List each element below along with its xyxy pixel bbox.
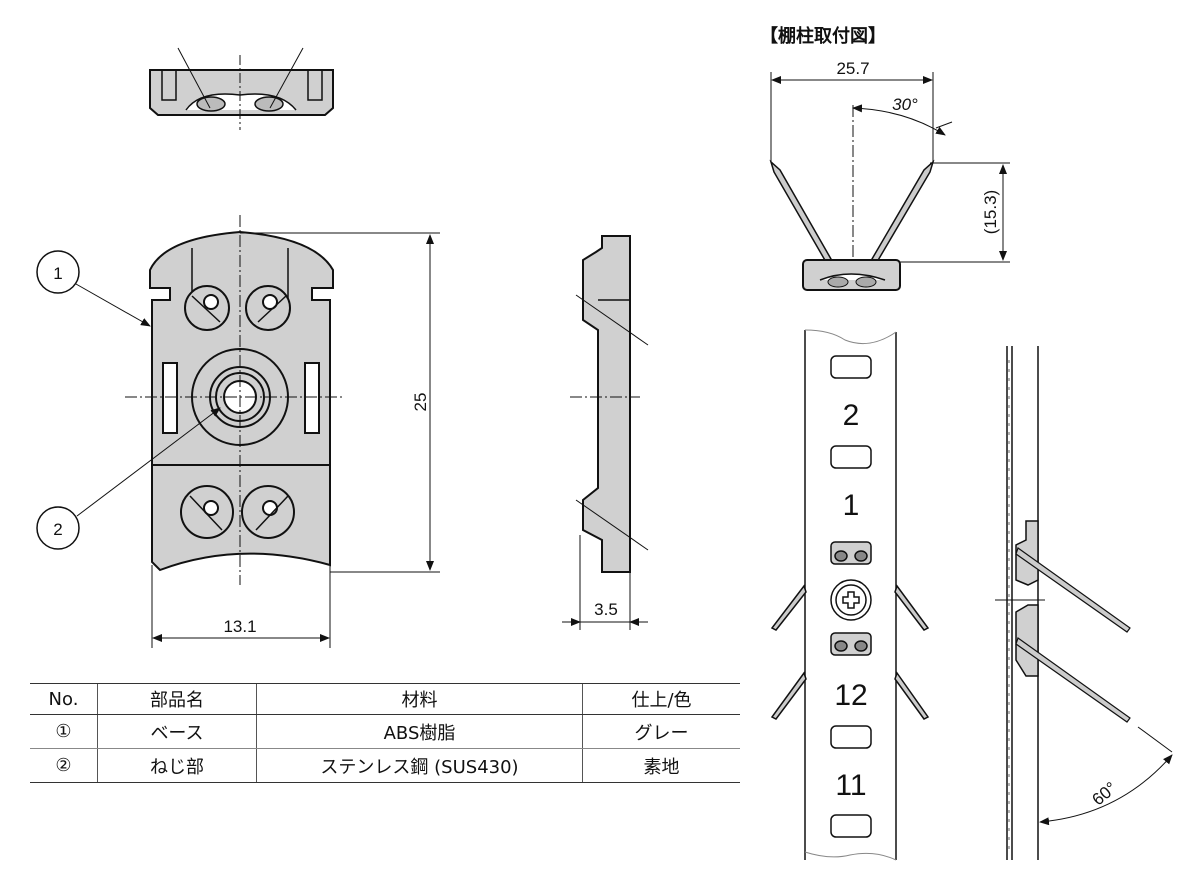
shelf-pillar-side: [995, 346, 1173, 860]
cell-no: ①: [30, 714, 98, 749]
install-width-label: 25.7: [836, 59, 869, 78]
dimension-height-label: 25: [411, 393, 430, 412]
installation-top-view: [769, 72, 1010, 291]
parts-table: No. 部品名 材料 仕上/色 ① ベース ABS樹脂 グレー ② ねじ部 ステ…: [30, 683, 740, 783]
cell-material: ステンレス鋼 (SUS430): [256, 748, 583, 783]
pillar-number-11: 11: [835, 769, 866, 802]
dimension-thickness: [562, 535, 648, 630]
svg-text:1: 1: [53, 264, 62, 283]
pin-angle-label: 60°: [1089, 778, 1121, 809]
dimension-thickness-label: 3.5: [594, 600, 618, 619]
dimension-height: [240, 232, 440, 573]
cell-finish: 素地: [582, 748, 740, 783]
header-material: 材料: [256, 683, 583, 715]
pillar-number-1: 1: [843, 489, 860, 522]
cell-part-name: ベース: [97, 714, 257, 749]
callout-1: 1: [36, 250, 151, 327]
pillar-number-2: 2: [843, 399, 860, 432]
table-row: ② ねじ部 ステンレス鋼 (SUS430) 素地: [30, 748, 740, 783]
pillar-number-12: 12: [834, 679, 867, 712]
table-row: ① ベース ABS樹脂 グレー: [30, 714, 740, 749]
installation-diagram-title: 【棚柱取付図】: [760, 26, 886, 47]
header-no: No.: [30, 683, 98, 715]
cell-no: ②: [30, 748, 98, 783]
svg-text:2: 2: [53, 520, 62, 539]
dimension-width: [151, 565, 331, 648]
top-view: [149, 47, 334, 130]
front-view: [125, 215, 345, 585]
side-view: [570, 235, 649, 573]
dimension-width-label: 13.1: [223, 617, 256, 636]
header-part-name: 部品名: [97, 683, 257, 715]
install-height-label: (15.3): [981, 190, 1000, 234]
header-finish: 仕上/色: [582, 683, 740, 715]
cell-finish: グレー: [582, 714, 740, 749]
shelf-pillar-front: [770, 329, 930, 861]
table-header-row: No. 部品名 材料 仕上/色: [30, 683, 740, 715]
callout-2: 2: [36, 407, 221, 550]
cell-material: ABS樹脂: [256, 714, 583, 749]
cell-part-name: ねじ部: [97, 748, 257, 783]
install-angle-label: 30°: [892, 95, 918, 114]
